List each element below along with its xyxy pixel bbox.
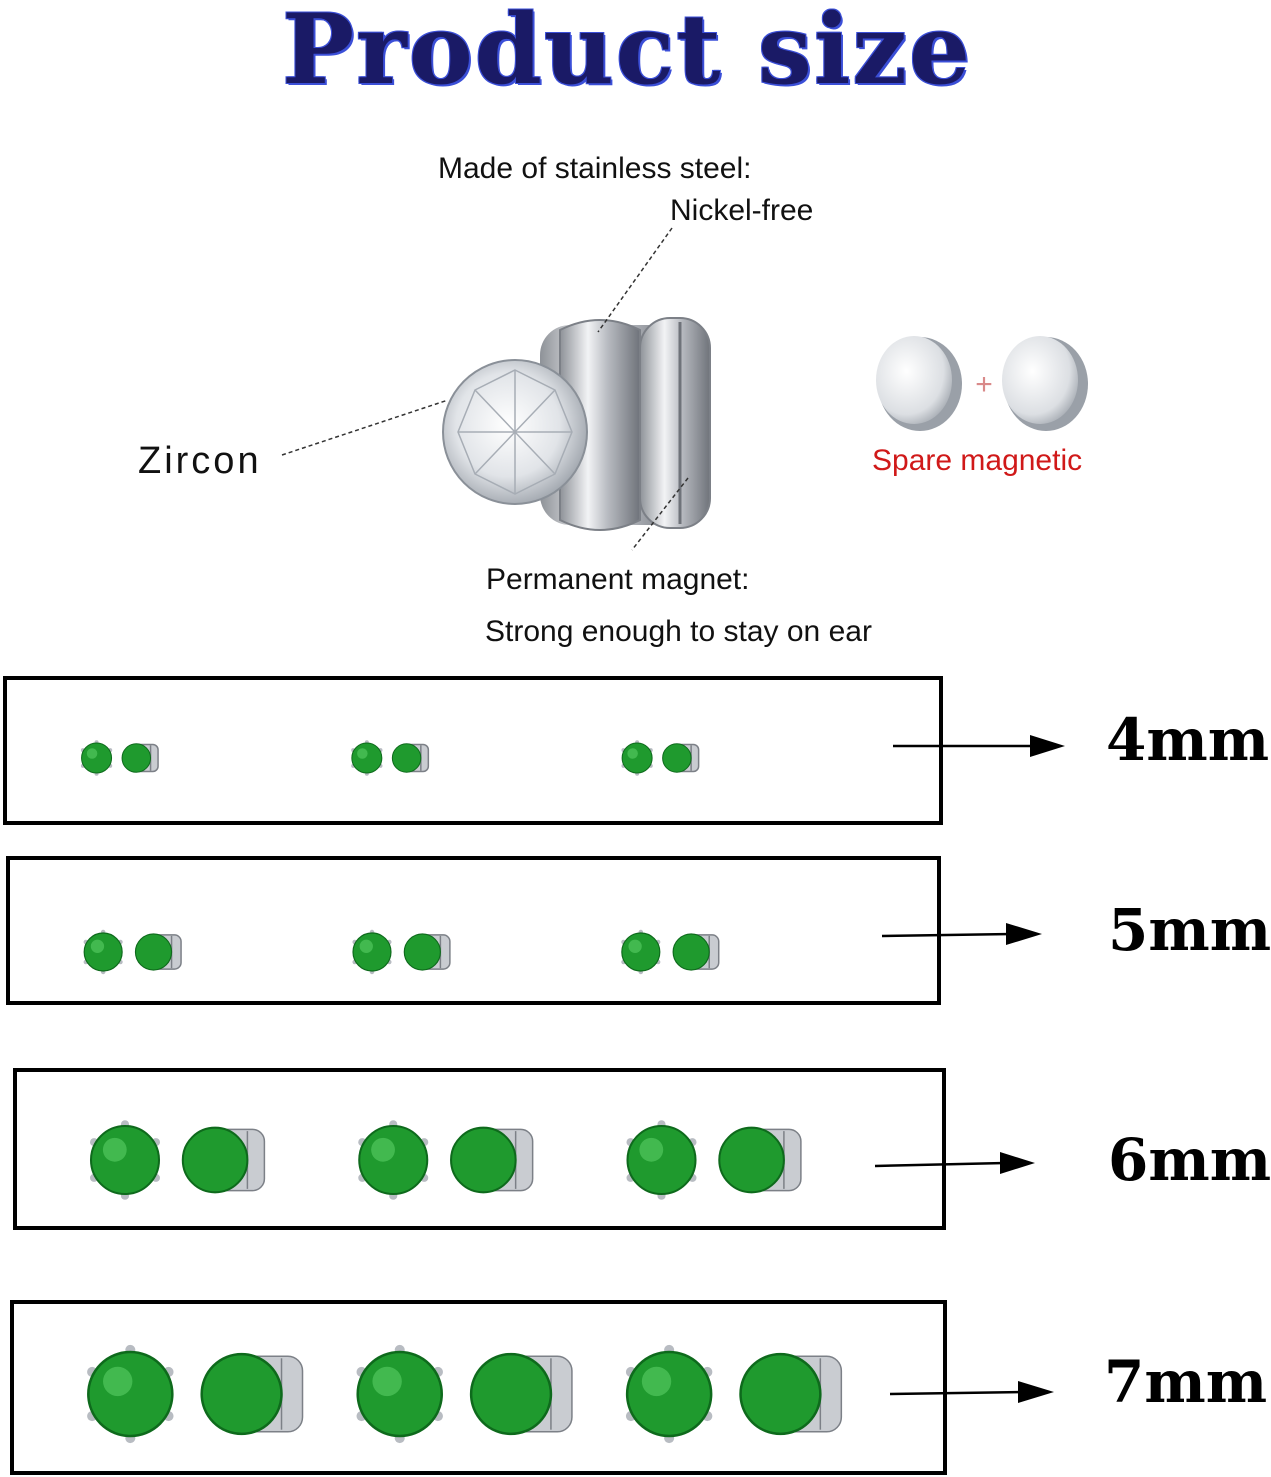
annotation-spare-magnetic: Spare magnetic [872,444,1083,477]
plus-icon: + [975,368,993,401]
size-label-7mm: 7mm [1104,1348,1268,1416]
spare-magnet-discs: + [876,336,1088,431]
annotation-strong-enough: Strong enough to stay on ear [485,615,872,648]
stud-highlight [103,1366,133,1397]
earring-pairs-5mm [83,929,720,975]
leader-lines [281,227,689,551]
stud-front-1 [87,1350,174,1438]
stud-side-stone-2 [403,933,441,971]
annotation-zircon: Zircon [138,440,262,482]
stud-front-2 [352,932,392,972]
earring-pairs-4mm [80,740,700,776]
stud-side-stone-1 [181,1126,249,1194]
earring-pairs-7mm [87,1344,843,1444]
size-row-7mm [10,1300,947,1475]
stud-side-stone-3 [662,743,692,773]
size-row-5mm [6,856,941,1005]
stud-front-2 [351,742,383,774]
stud-front-2 [358,1124,429,1196]
stud-highlight [371,1137,395,1162]
annotation-material: Made of stainless steel: [438,152,752,185]
size-row-4mm [3,676,943,825]
size-label-4mm: 4mm [1106,706,1270,774]
page-title: Product size [281,0,973,106]
stud-highlight [641,1366,672,1397]
stud-highlight [628,939,642,953]
size-row-6mm [13,1068,946,1230]
stud-side-stone-1 [134,933,173,971]
stud-side-stone-1 [121,743,152,773]
stud-highlight [372,1366,402,1397]
annotation-permanent-magnet: Permanent magnet: [486,563,750,596]
stud-side-stone-1 [200,1352,283,1436]
stud-front-1 [81,742,113,774]
stud-front-3 [621,742,653,774]
stud-highlight [90,939,105,953]
annotation-nickel-free: Nickel-free [670,194,814,227]
stud-front-3 [625,1350,713,1438]
stud-front-1 [83,932,123,972]
earring-pairs-6mm [89,1120,802,1200]
stud-front-3 [621,932,661,972]
stud-side-stone-2 [391,743,422,773]
stud-side-stone-2 [469,1352,553,1436]
product-illustration: + [281,227,1088,551]
stud-highlight [86,748,98,759]
stud-highlight [639,1137,664,1162]
size-label-6mm: 6mm [1108,1126,1271,1194]
stud-side-stone-3 [672,933,710,971]
stud-highlight [102,1137,127,1162]
stud-highlight [627,748,638,759]
stud-side-stone-3 [718,1126,785,1194]
earring-large [442,317,711,531]
stud-front-3 [626,1124,697,1196]
stud-highlight [357,748,368,759]
stud-side-stone-2 [450,1126,517,1194]
stud-front-1 [89,1124,161,1196]
stud-highlight [359,939,373,953]
stud-side-stone-3 [739,1352,822,1436]
stud-front-2 [356,1350,443,1438]
size-label-5mm: 5mm [1108,896,1271,964]
